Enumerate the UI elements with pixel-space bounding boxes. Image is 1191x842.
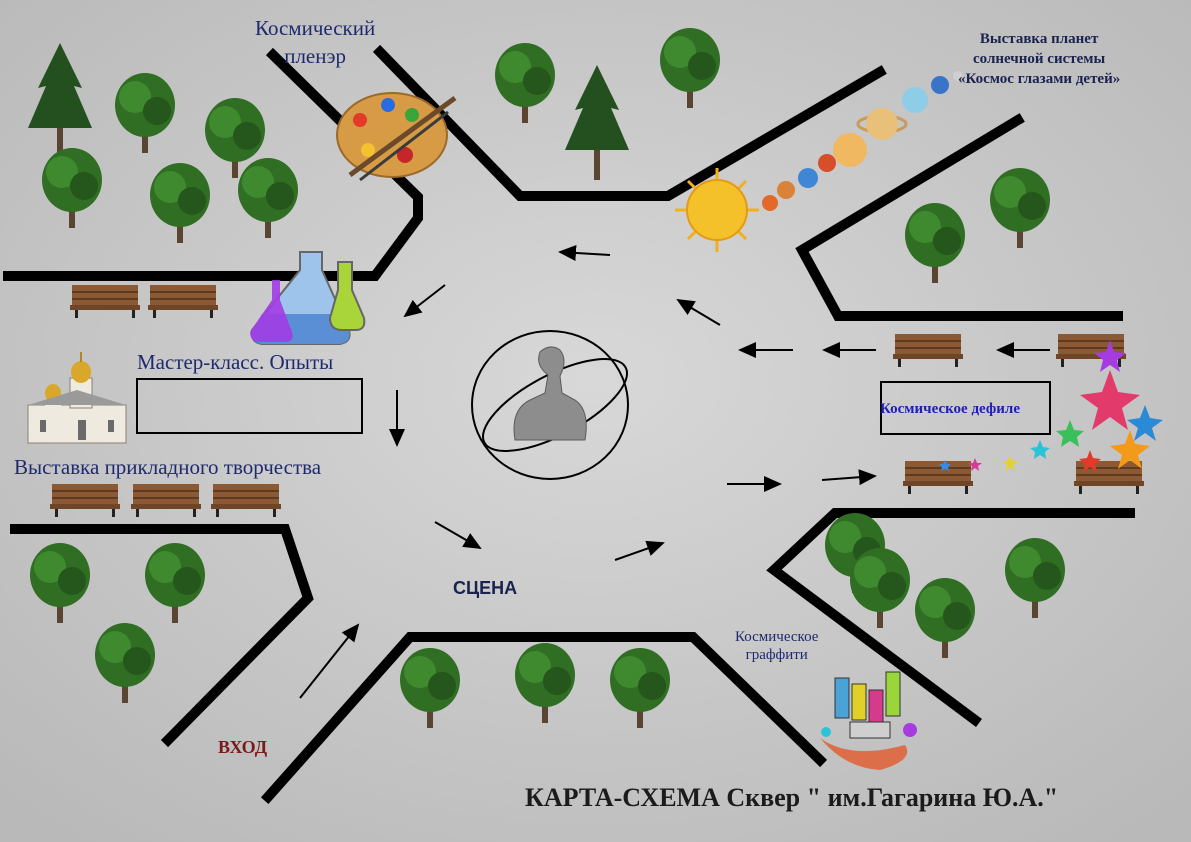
planets-exhibition-label: Выставка планет солнечной системы «Космо… bbox=[958, 31, 1121, 87]
defile-box bbox=[880, 381, 1051, 435]
master-class-box bbox=[136, 378, 363, 434]
planet-icon bbox=[762, 71, 963, 211]
graffiti-label: Космическое граффити bbox=[735, 629, 819, 663]
master-class-label: Мастер-класс. Опыты bbox=[137, 350, 334, 374]
star-icon bbox=[939, 340, 1163, 472]
church-icon bbox=[27, 352, 127, 444]
palette-icon bbox=[336, 92, 457, 182]
map-title: КАРТА-СХЕМА Сквер " им.Гагарина Ю.А." bbox=[525, 783, 1059, 812]
defile-label: Космическое дефиле bbox=[880, 401, 1020, 417]
plein-air-label: Космический пленэр bbox=[255, 16, 376, 68]
sun-icon bbox=[675, 168, 759, 252]
paths bbox=[3, 44, 1135, 805]
applied-art-label: Выставка прикладного творчества bbox=[14, 455, 322, 479]
direction-arrows bbox=[299, 244, 1050, 699]
bust-icon bbox=[471, 330, 629, 480]
entrance-label: ВХОД bbox=[218, 737, 268, 757]
stage-label: СЦЕНА bbox=[453, 578, 518, 598]
spray-can-icon bbox=[820, 671, 917, 770]
flask-icon bbox=[250, 251, 366, 345]
